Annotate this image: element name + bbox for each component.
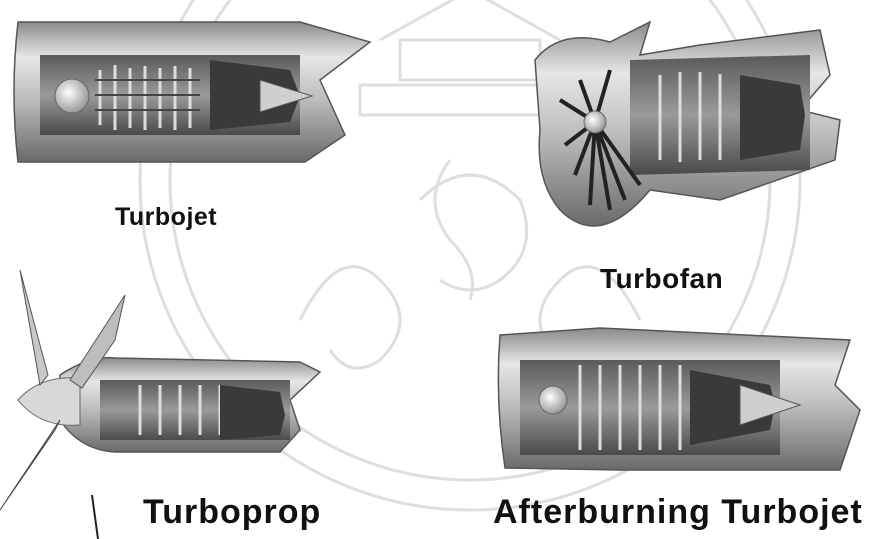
turbofan-engine-image (535, 22, 840, 226)
turbojet-label: Turbojet (115, 203, 217, 232)
afterburning-turbojet-label: Afterburning Turbojet (493, 493, 863, 532)
turbofan-label: Turbofan (600, 263, 723, 295)
turbojet-engine-image (14, 22, 370, 162)
turboprop-label: Turboprop (143, 493, 321, 532)
afterburning-turbojet-engine-image (498, 328, 860, 470)
